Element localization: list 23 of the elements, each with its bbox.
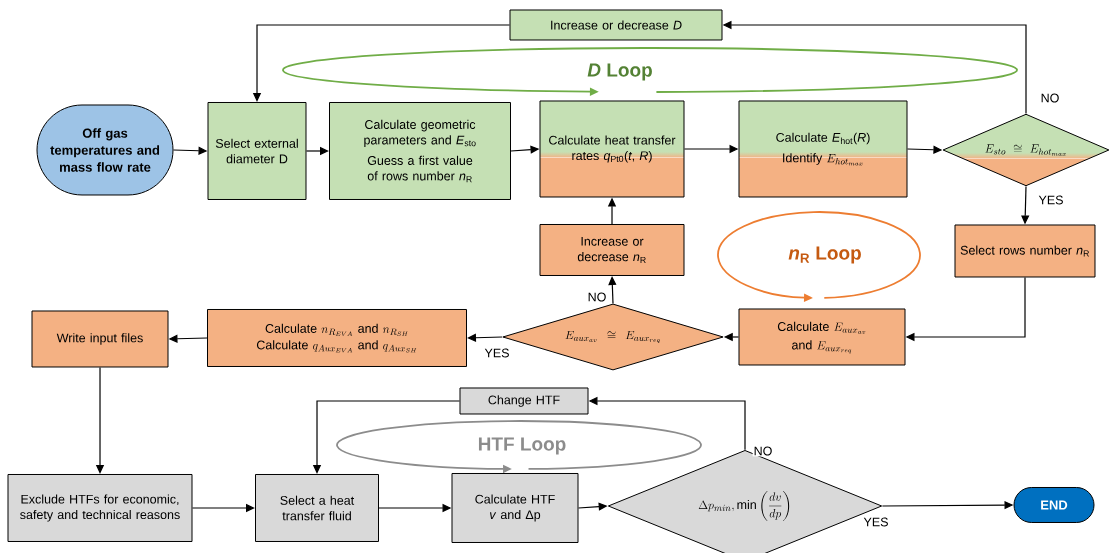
edge-label: NO bbox=[754, 446, 772, 456]
edge-label: YES bbox=[1038, 195, 1063, 205]
loop-title: HTF Loop bbox=[478, 437, 566, 455]
process-box: Select a heat transfer fluid bbox=[255, 474, 379, 542]
process-box: Increase or decrease n$_{R}$ bbox=[539, 224, 685, 276]
arrow bbox=[608, 276, 617, 304]
loop-title: n$_{R}$ Loop bbox=[788, 246, 861, 264]
process-box: Select rows number n$_{R}$ bbox=[954, 224, 1096, 278]
process-box: Change HTF bbox=[459, 387, 589, 415]
process-box: Write input files bbox=[31, 310, 169, 368]
process-box: Increase or decrease D bbox=[509, 9, 723, 41]
edge-label: NO bbox=[588, 292, 606, 302]
process-box: $\text{Calculate }n_{R_{EVA}}\text{ and }n_{R_{SH}}$ $\text{Calculate }q_{Aux_{EVA}}\text{ and }q_{Aux_{SH}}$ bbox=[207, 309, 467, 367]
process-box: Exclude HTFs for economic, safety and technical reasons bbox=[7, 474, 193, 542]
process-box: Calculate HTF v and Δp bbox=[451, 473, 579, 543]
process-box: Calculate geometric parameters and E$_{sto}$ Guess a first value of rows number n$_{R}$ bbox=[329, 102, 511, 200]
process-box: Calculate heat transfer rates q$_{Pt0}$(t, R) bbox=[539, 100, 685, 198]
process-box: Select external diameter D bbox=[207, 102, 307, 200]
loop-title: D Loop bbox=[587, 63, 652, 81]
arrow bbox=[467, 333, 503, 342]
process-box: Calculate E$_{hot}$(R) $\text{Identify }E_{hot_{max}}$ bbox=[738, 100, 908, 198]
edge-label: NO bbox=[1041, 93, 1059, 103]
process-box: $\begin{gathered}\text{Calculate }E_{aux_{av}}\\ \text{and }E_{aux_{req}}\end{gathered}$ bbox=[738, 308, 906, 366]
